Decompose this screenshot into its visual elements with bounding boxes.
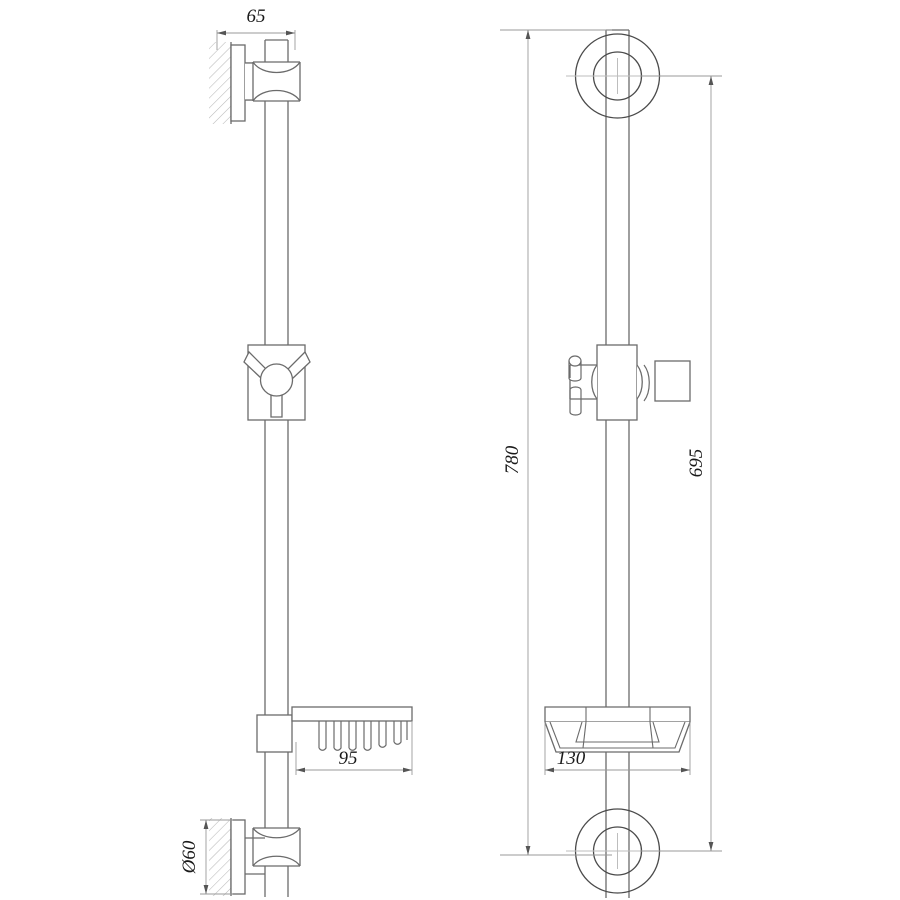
dimension-695 [640,75,722,852]
slide-rod-front [605,29,630,898]
slider-bracket-side [243,344,311,421]
three-spoke-knob-icon [243,350,311,418]
dimension-label-65: 65 [247,6,266,27]
dimension-label-130: 130 [557,748,586,769]
knob-spoke-front [568,355,582,416]
wall-surface-bottom [209,818,232,896]
dimension-text-layer: 65 95 Ø60 780 695 130 [179,6,707,874]
dimension-65 [216,30,296,50]
bottom-flange-side [230,819,265,895]
dimension-layer [200,29,722,895]
bottom-collar-side [252,827,301,867]
dimension-780 [500,29,612,856]
front-view-group [544,29,712,898]
wall-surface-top [209,42,232,124]
basket-wire-rods [318,721,408,751]
slider-bracket-front [568,344,691,421]
dimension-d60 [200,819,233,895]
side-view-group [209,39,413,897]
dimension-label-780: 780 [502,445,523,474]
soap-basket-side [256,706,413,753]
slide-rod-side [264,39,289,897]
dimension-label-d60: Ø60 [179,840,200,874]
top-collar-side [252,61,301,102]
soap-basket-front [544,706,691,753]
dimension-95 [295,722,413,775]
dimension-130 [544,722,691,775]
dimension-label-695: 695 [686,449,707,478]
dimension-label-95: 95 [339,748,358,769]
top-flange-side [230,44,265,122]
